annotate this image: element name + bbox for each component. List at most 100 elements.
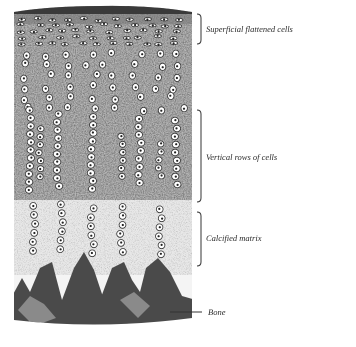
cell-nucleus [175,176,177,178]
cell-nucleus [138,118,140,120]
cell-nucleus [141,53,143,55]
cell-nucleus [157,77,159,79]
bracket-vertical-rows [197,110,201,202]
cell-nucleus [32,250,34,252]
cell-nucleus [32,241,34,243]
cell-nucleus [95,108,97,110]
cell-nucleus [30,125,32,127]
cell-nucleus [112,86,114,88]
cell-nucleus [96,43,98,45]
cell-nucleus [60,248,62,250]
cell-nucleus [55,24,57,26]
cell-nucleus [138,182,140,184]
cell-nucleus [28,189,30,191]
cell-nucleus [135,86,137,88]
cell-nucleus [175,53,177,55]
cell-nucleus [56,161,58,163]
cell-nucleus [56,129,58,131]
cell-nucleus [133,63,135,65]
cell-nucleus [122,214,124,216]
label-calcified-matrix: Calcified matrix [206,233,262,243]
cell-nucleus [120,167,122,169]
cell-nucleus [39,127,41,129]
cell-nucleus [60,239,62,241]
cell-nucleus [67,65,69,67]
cell-nucleus [175,31,177,33]
cell-nucleus [69,86,71,88]
cell-nucleus [89,217,91,219]
cell-nucleus [56,153,58,155]
cell-nucleus [160,142,162,144]
cell-nucleus [60,212,62,214]
cell-nucleus [39,168,41,170]
cell-nucleus [62,222,64,224]
cell-nucleus [51,19,53,21]
cell-nucleus [91,187,93,189]
cell-nucleus [122,205,124,207]
cell-nucleus [25,55,27,57]
cell-nucleus [38,42,40,44]
cell-nucleus [158,30,160,32]
cell-nucleus [139,96,141,98]
cell-nucleus [56,169,58,171]
cell-nucleus [178,19,180,21]
cell-nucleus [39,136,41,138]
cell-nucleus [92,243,94,245]
cell-nucleus [88,26,90,28]
cell-nucleus [176,160,178,162]
cell-nucleus [160,110,162,112]
cell-nucleus [125,37,127,39]
cell-nucleus [58,185,60,187]
cell-nucleus [58,137,60,139]
cell-nucleus [38,152,40,154]
cell-nucleus [108,31,110,33]
cell-nucleus [97,20,99,22]
cell-nucleus [50,73,52,75]
cell-nucleus [67,106,69,108]
cell-nucleus [119,232,121,234]
cell-nucleus [84,64,86,66]
cell-nucleus [30,157,32,159]
cell-nucleus [92,207,94,209]
cell-nucleus [169,95,171,97]
cell-nucleus [122,251,124,253]
cell-nucleus [29,133,31,135]
cell-nucleus [175,168,177,170]
cell-nucleus [160,150,162,152]
cell-nucleus [92,54,94,56]
cell-nucleus [163,18,165,20]
cell-nucleus [40,24,42,26]
cell-nucleus [83,18,85,20]
cell-nucleus [91,252,93,254]
cell-nucleus [109,37,111,39]
cell-nucleus [32,205,34,207]
cell-nucleus [146,18,148,20]
cell-nucleus [128,18,130,20]
cell-nucleus [114,98,116,100]
cell-nucleus [122,151,124,153]
cell-nucleus [155,88,157,90]
cell-nucleus [30,149,32,151]
cell-nucleus [20,31,22,33]
cell-nucleus [90,225,92,227]
bracket-calcified [197,212,201,266]
cell-nucleus [69,24,71,26]
cell-nucleus [67,74,69,76]
cell-nucleus [91,98,93,100]
cell-nucleus [113,107,115,109]
cell-nucleus [89,172,91,174]
cell-nucleus [19,23,21,25]
cell-nucleus [174,119,176,121]
cell-nucleus [74,29,76,31]
cell-nucleus [30,141,32,143]
cell-nucleus [69,95,71,97]
cell-nucleus [164,25,166,27]
cell-nucleus [177,25,179,27]
cell-nucleus [140,150,142,152]
cell-nucleus [92,84,94,86]
cell-nucleus [92,124,94,126]
cell-nucleus [173,42,175,44]
cell-nucleus [143,110,145,112]
cell-nucleus [122,159,124,161]
cell-nucleus [176,77,178,79]
